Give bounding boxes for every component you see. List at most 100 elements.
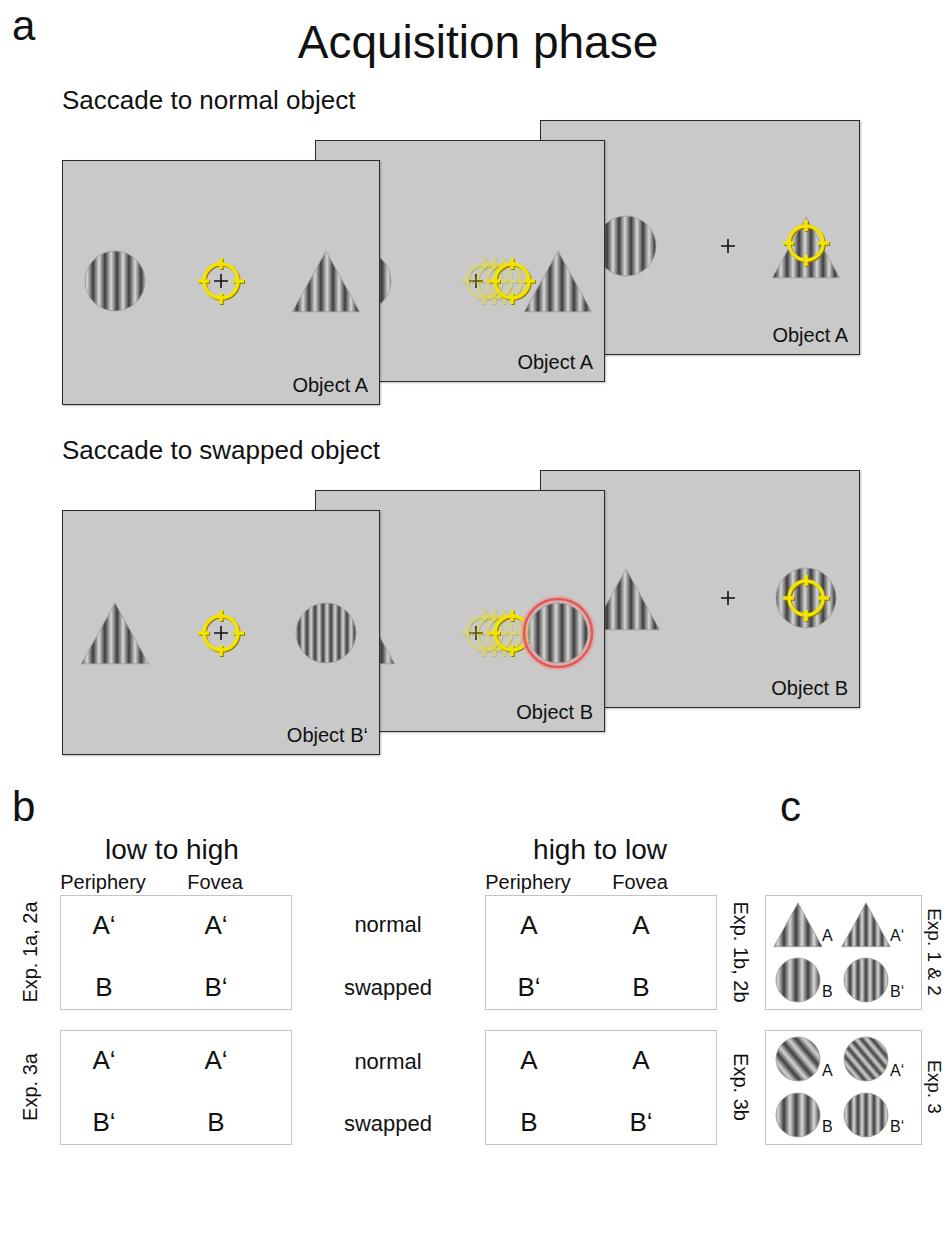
column-label: Periphery <box>60 871 146 894</box>
object-label: Object B‘ <box>287 724 368 747</box>
grating-triangle <box>592 569 659 630</box>
stimulus-letter: B‘ <box>890 983 904 1001</box>
stimulus-letter: B‘ <box>890 1118 904 1136</box>
crosshair-tick <box>804 220 808 231</box>
crosshair-tick <box>489 279 500 283</box>
column-label: Fovea <box>187 871 243 894</box>
fixation-cross <box>721 239 735 253</box>
grating-triangle <box>292 251 359 312</box>
figure-title: Acquisition phase <box>298 16 659 69</box>
crosshair-tick <box>198 279 209 283</box>
grating-triangle <box>842 903 890 947</box>
crosshair-tick <box>471 631 482 635</box>
stimulus-letter: B <box>822 983 833 1001</box>
condition-cell: A‘ <box>204 1046 227 1076</box>
fixation-cross <box>721 591 735 605</box>
crosshair-tick <box>804 610 808 621</box>
row-heading: Saccade to swapped object <box>62 436 380 466</box>
object-label: Object A <box>517 351 593 374</box>
grating-triangle <box>774 903 822 947</box>
grating-disc <box>296 603 356 663</box>
condition-cell: B‘ <box>92 1108 115 1138</box>
object-label: Object B <box>771 677 848 700</box>
grating-disc <box>844 1093 888 1137</box>
grating-triangle <box>81 603 148 664</box>
grating-disc <box>776 1093 820 1137</box>
grating-triangle <box>524 251 591 312</box>
crosshair-tick <box>219 293 223 304</box>
condition-cell: B‘ <box>629 1108 652 1138</box>
condition-cell: A‘ <box>204 911 227 941</box>
panel-letter: c <box>780 783 801 831</box>
condition-box: A A B‘ B <box>485 895 717 1010</box>
screen-frame: Object B‘ <box>62 510 380 755</box>
crosshair-ring <box>204 616 238 650</box>
crosshair-tick <box>219 610 223 621</box>
row-heading: Saccade to normal object <box>62 86 355 116</box>
crosshair-tick <box>818 596 829 600</box>
condition-cell: A <box>632 911 649 941</box>
column-label: Periphery <box>485 871 571 894</box>
condition-cell: A <box>520 911 537 941</box>
experiment-label: Exp. 1a, 2a <box>19 901 42 1002</box>
condition-cell: B‘ <box>517 973 540 1003</box>
crosshair-tick <box>804 575 808 586</box>
condition-cell: A <box>520 1046 537 1076</box>
grating-disc <box>844 1037 888 1081</box>
panel-letter: a <box>12 2 35 50</box>
crosshair-ring <box>789 226 823 260</box>
crosshair-tick <box>461 631 472 635</box>
swap-highlight <box>524 599 592 667</box>
row-label: normal <box>354 1049 421 1074</box>
condition-cell: A‘ <box>92 1046 115 1076</box>
crosshair-tick <box>233 631 244 635</box>
grating-triangle <box>327 603 394 664</box>
crosshair-ring <box>204 264 238 298</box>
experiment-label: Exp. 3a <box>19 1053 42 1121</box>
experiment-label: Exp. 3 <box>923 1060 945 1114</box>
experiment-label: Exp. 3b <box>729 1053 752 1121</box>
row-label: swapped <box>344 1111 432 1136</box>
column-label: Fovea <box>612 871 668 894</box>
condition-cell: B <box>95 973 112 1003</box>
condition-box: A‘ A‘ B‘ B <box>60 1030 292 1145</box>
panel-letter: b <box>12 783 35 831</box>
grating-disc <box>776 568 836 628</box>
stimulus-letter: A <box>822 927 833 945</box>
crosshair-tick <box>510 293 514 304</box>
grating-disc <box>776 958 820 1002</box>
condition-cell: B <box>632 973 649 1003</box>
stimulus-letter: A‘ <box>890 1062 904 1080</box>
object-label: Object B <box>516 701 593 724</box>
grating-disc <box>776 1037 820 1081</box>
grating-disc <box>596 216 656 276</box>
condition-cell: B <box>207 1108 224 1138</box>
crosshair-tick <box>219 258 223 269</box>
object-label: Object A <box>292 374 368 397</box>
crosshair-tick <box>461 279 472 283</box>
crosshair-tick <box>506 631 517 635</box>
experiment-label: Exp. 1 & 2 <box>923 908 945 996</box>
crosshair-ring <box>789 581 823 615</box>
grating-disc <box>85 251 145 311</box>
swap-highlight <box>524 599 592 667</box>
grating-disc <box>528 603 588 663</box>
condition-cell: B <box>520 1108 537 1138</box>
grating-triangle <box>772 217 839 278</box>
gaze-crosshair <box>198 610 245 657</box>
crosshair-tick <box>233 279 244 283</box>
crosshair-tick <box>510 610 514 621</box>
stimulus-illustration <box>63 161 379 404</box>
stimulus-box: AA‘BB‘ <box>765 1030 922 1145</box>
condition-cell: A <box>632 1046 649 1076</box>
crosshair-tick <box>506 279 517 283</box>
object-label: Object A <box>772 324 848 347</box>
gaze-crosshair <box>198 258 245 305</box>
crosshair-tick <box>524 279 535 283</box>
crosshair-tick <box>198 631 209 635</box>
crosshair-tick <box>510 645 514 656</box>
crosshair-tick <box>818 241 829 245</box>
fixation-cross <box>214 626 228 640</box>
gaze-crosshair <box>783 220 830 267</box>
stimulus-box: AA‘BB‘ <box>765 895 922 1010</box>
